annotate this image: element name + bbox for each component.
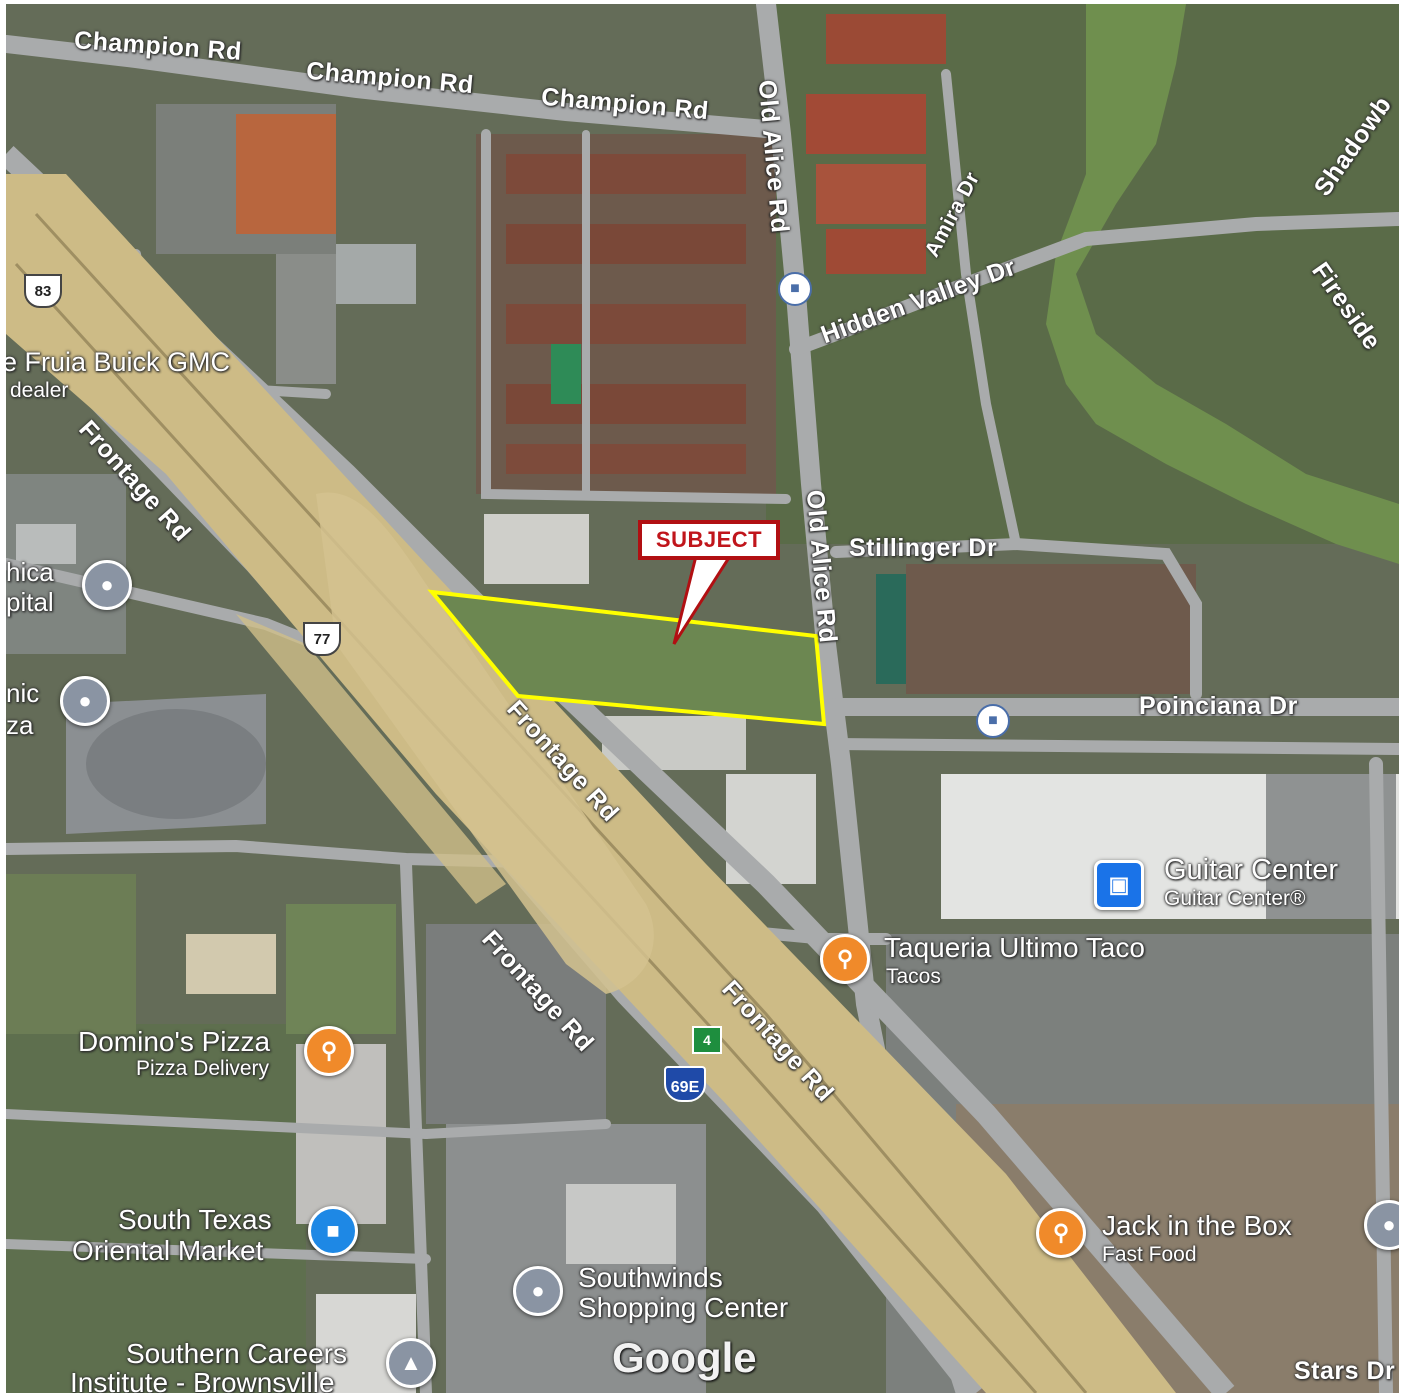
place-name-jack-in-the-box[interactable]: Jack in the Box [1102, 1210, 1292, 1241]
google-logo: Google [612, 1334, 757, 1381]
road-label-stars-dr: Stars Dr [1294, 1357, 1396, 1385]
place-name-southwinds-shopping-center[interactable]: Shopping Center [578, 1292, 789, 1323]
place-name-southwinds-shopping-center[interactable]: Southwinds [578, 1262, 723, 1293]
place-name-south-texas-oriental-market[interactable]: Oriental Market [72, 1235, 264, 1266]
bus-stop-icon[interactable]: ■ [778, 272, 812, 306]
place-name-partial[interactable]: hica [6, 557, 54, 587]
place-category-guitar-center: Guitar Center® [1164, 887, 1306, 910]
location-pin-icon[interactable]: ● [82, 560, 132, 610]
location-pin-icon[interactable]: ● [513, 1266, 563, 1316]
shopping-cart-icon[interactable]: ■ [308, 1206, 358, 1256]
place-category-tacos: Tacos [886, 965, 941, 988]
place-name-southern-careers-institute[interactable]: Institute - Brownsville [70, 1367, 335, 1394]
satellite-map[interactable]: SUBJECT Champion Rd Champion Rd Champion… [6, 4, 1399, 1393]
place-category-dealer: dealer [10, 379, 69, 402]
place-name-guitar-center[interactable]: Guitar Center [1164, 854, 1339, 886]
interstate-69e-shield: 69E [664, 1066, 706, 1102]
road-label-poinciana-dr: Poinciana Dr [1139, 692, 1298, 720]
us-83-shield: 83 [24, 274, 62, 308]
place-category-pizza-delivery: Pizza Delivery [136, 1057, 270, 1080]
shopping-bag-icon[interactable]: ▣ [1094, 860, 1144, 910]
road-label-stillinger-dr: Stillinger Dr [849, 534, 998, 562]
school-cap-icon[interactable]: ▲ [386, 1338, 436, 1388]
location-pin-icon[interactable]: ● [1364, 1200, 1399, 1250]
bus-stop-icon[interactable]: ■ [976, 704, 1010, 738]
place-name-partial[interactable]: za [6, 710, 34, 740]
restaurant-fork-knife-icon[interactable]: ⚲ [304, 1026, 354, 1076]
location-pin-icon[interactable]: ● [60, 676, 110, 726]
place-category-fast-food: Fast Food [1102, 1243, 1197, 1266]
place-name-taqueria-ultimo-taco[interactable]: Taqueria Ultimo Taco [884, 932, 1145, 963]
place-name-partial[interactable]: pital [6, 587, 54, 617]
us-77-shield: 77 [303, 622, 341, 656]
place-name-south-texas-oriental-market[interactable]: South Texas [118, 1204, 272, 1235]
map-base [6, 4, 1399, 1393]
place-name-partial[interactable]: nic [6, 678, 40, 708]
place-name-buick-gmc[interactable]: e Fruia Buick GMC [6, 347, 231, 377]
subject-callout: SUBJECT [638, 520, 780, 560]
place-name-southern-careers-institute[interactable]: Southern Careers [126, 1338, 348, 1369]
restaurant-fork-knife-icon[interactable]: ⚲ [820, 934, 870, 984]
exit-4-sign: 4 [692, 1026, 722, 1054]
restaurant-fork-knife-icon[interactable]: ⚲ [1036, 1208, 1086, 1258]
subject-label: SUBJECT [655, 527, 763, 552]
place-name-dominos-pizza[interactable]: Domino's Pizza [78, 1026, 271, 1057]
